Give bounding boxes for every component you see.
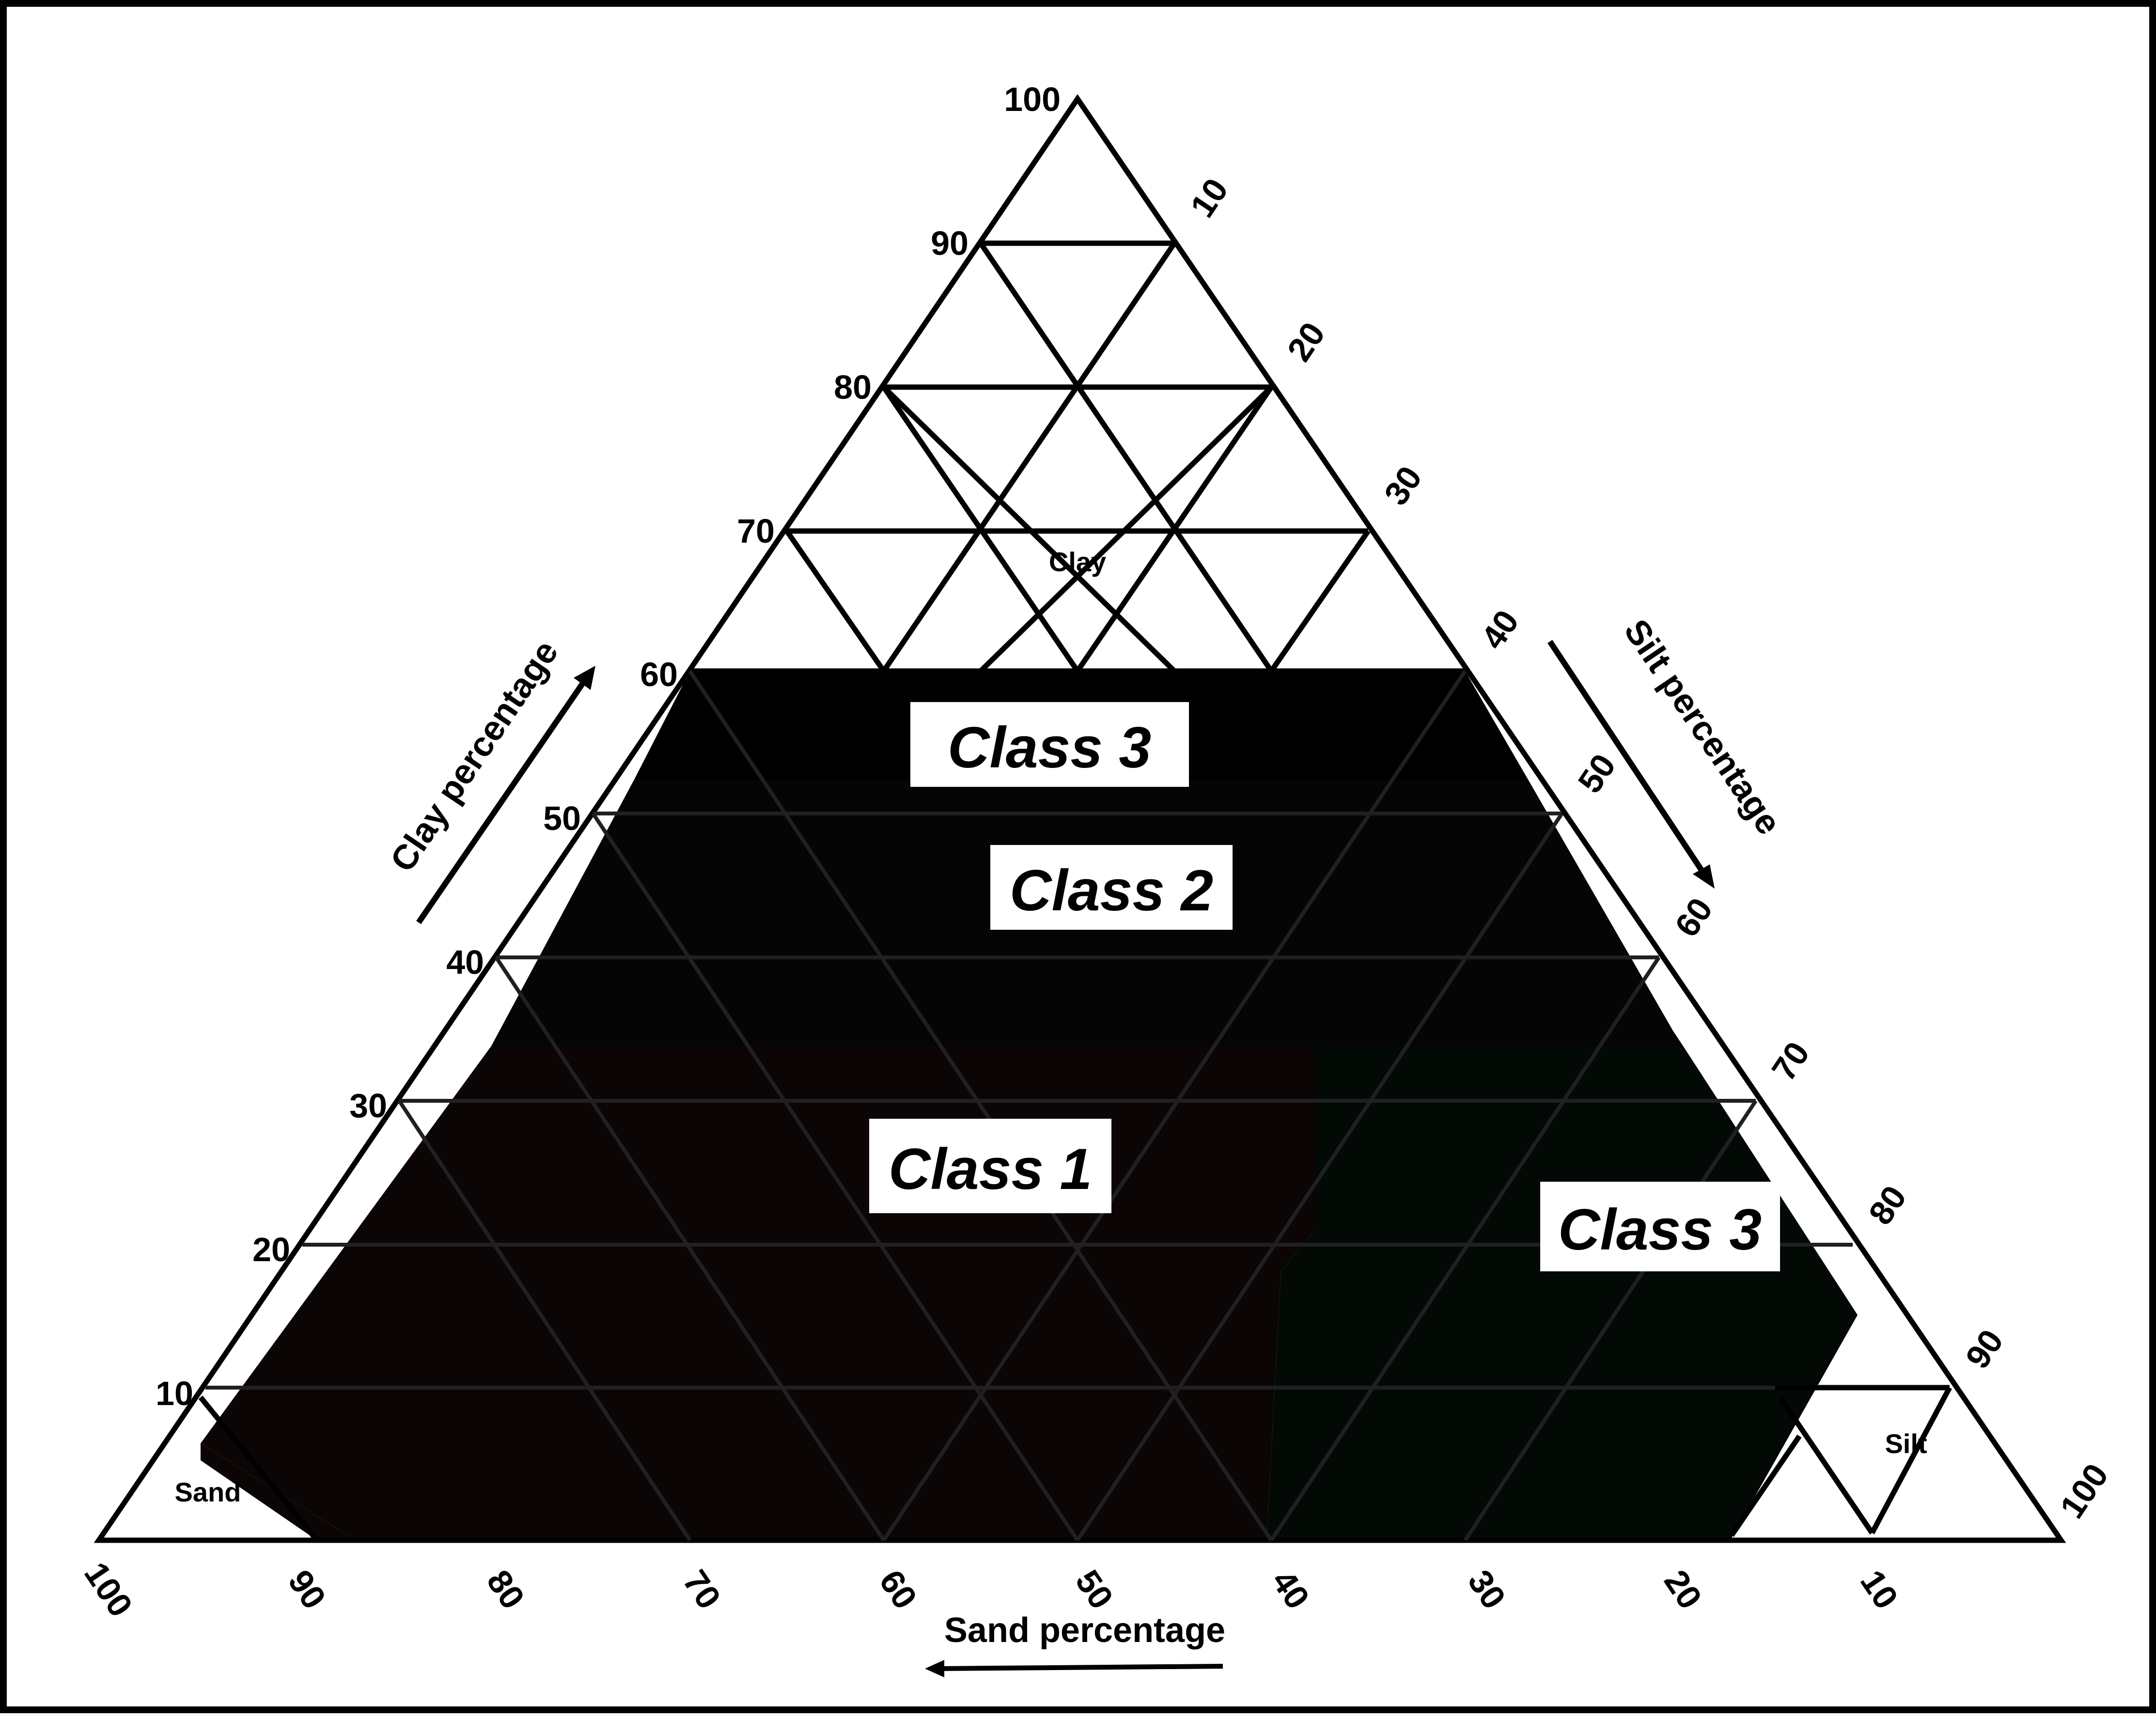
- silt-axis-arrow: [1547, 640, 1710, 881]
- clay-tick-100: 100: [1004, 80, 1061, 118]
- silt-tick-100: 100: [2053, 1457, 2116, 1525]
- ternary-diagram: Clay Sand Silt Class 3 Class 2 Class 1 C…: [77, 80, 2116, 1677]
- clay-tick-60: 60: [640, 656, 678, 693]
- grid-lines-top: [690, 240, 1465, 674]
- region-label-silt: Silt: [1885, 1428, 1927, 1459]
- clay-tick-30: 30: [349, 1087, 387, 1125]
- class-3-right-label-box: [1540, 1182, 1780, 1271]
- clay-axis-arrowhead: [574, 666, 595, 690]
- sand-tick-10: 10: [1853, 1563, 1906, 1615]
- class-2-label-box: [990, 845, 1233, 930]
- class-3-top-label-box: [910, 702, 1189, 787]
- clay-tick-80: 80: [834, 368, 872, 406]
- region-label-clay: Clay: [1049, 547, 1106, 577]
- grid-lines-dark: [205, 670, 1950, 1542]
- sand-axis-arrowhead: [925, 1660, 944, 1677]
- sand-tick-90: 90: [281, 1563, 333, 1615]
- sand-tick-40: 40: [1265, 1563, 1317, 1615]
- clay-tick-20: 20: [252, 1231, 290, 1268]
- sand-tick-70: 70: [676, 1563, 728, 1615]
- grid-lines-bottom-left: [198, 1395, 319, 1542]
- clay-tick-90: 90: [931, 224, 969, 262]
- sand-tick-100: 100: [77, 1555, 140, 1623]
- silt-axis-title: Silt percentage: [1616, 612, 1788, 842]
- silt-axis-arrowhead: [1693, 864, 1715, 889]
- sand-tick-50: 50: [1068, 1563, 1121, 1615]
- silt-tick-60: 60: [1668, 891, 1720, 943]
- silt-tick-80: 80: [1861, 1179, 1914, 1231]
- class-3-right-region: [1266, 1046, 1858, 1540]
- class-3-right-label: Class 3: [1558, 1197, 1762, 1262]
- clay-tick-50: 50: [543, 799, 581, 837]
- silt-tick-20: 20: [1280, 315, 1332, 368]
- class-3-top-label: Class 3: [948, 715, 1151, 780]
- clay-tick-40: 40: [446, 943, 484, 981]
- clay-axis-title-group: Clay percentage: [383, 634, 595, 924]
- silt-tick-70: 70: [1765, 1035, 1817, 1087]
- class-2-label: Class 2: [1010, 858, 1213, 923]
- class-1-label: Class 1: [889, 1137, 1092, 1202]
- sand-axis-title-group: Sand percentage: [925, 1611, 1225, 1677]
- silt-tick-90: 90: [1958, 1323, 2011, 1375]
- triangle-outline: [94, 94, 2066, 1543]
- sand-axis-arrow: [937, 1664, 1223, 1671]
- sand-tick-20: 20: [1657, 1563, 1709, 1615]
- sand-tick-60: 60: [872, 1563, 924, 1615]
- grid-lines-bottom-right: [1729, 1385, 1952, 1537]
- sand-tick-30: 30: [1461, 1563, 1513, 1615]
- clay-axis-arrow: [416, 673, 591, 924]
- clay-tick-10: 10: [156, 1375, 193, 1412]
- sand-axis-title: Sand percentage: [944, 1611, 1225, 1650]
- class-1-label-box: [869, 1119, 1111, 1213]
- clay-tick-70: 70: [737, 512, 775, 550]
- region-label-sand: Sand: [175, 1477, 241, 1507]
- silt-tick-30: 30: [1377, 459, 1429, 512]
- sand-tick-80: 80: [480, 1563, 532, 1615]
- clay-ticks: 100 90 80 70 60 50 40 30 20 10: [156, 80, 1061, 1412]
- silt-tick-40: 40: [1474, 603, 1526, 656]
- silt-tick-10: 10: [1183, 172, 1235, 224]
- silt-tick-50: 50: [1571, 747, 1623, 799]
